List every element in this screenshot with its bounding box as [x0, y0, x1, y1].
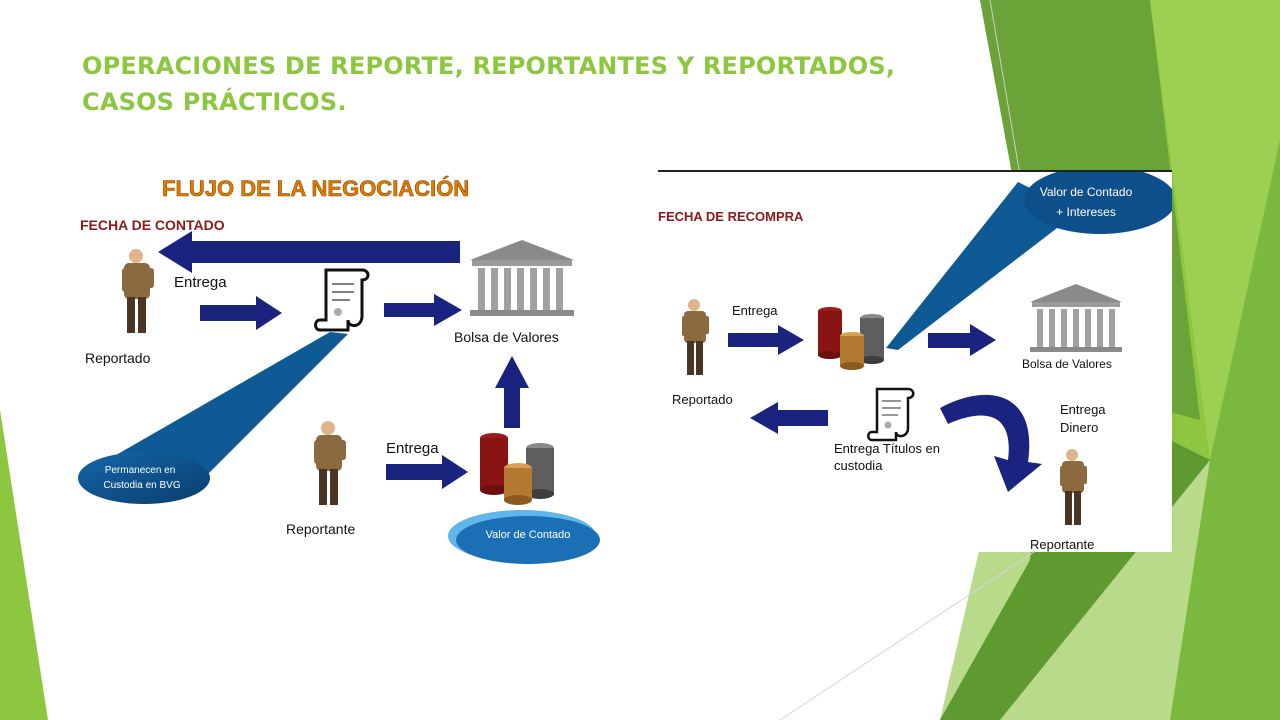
bolsa-building-icon — [470, 240, 574, 316]
reportado-person-icon — [682, 299, 709, 375]
green-facet-left-edge — [0, 410, 48, 720]
bolsa-label: Bolsa de Valores — [454, 329, 559, 345]
reportado-label: Reportado — [85, 350, 151, 366]
green-facet-right-4 — [1170, 140, 1280, 720]
arrow-to-coins — [728, 325, 804, 355]
reportante-person-icon — [314, 421, 346, 505]
slide-title-line-1: OPERACIONES DE REPORTE, REPORTANTES Y RE… — [82, 52, 896, 80]
return-arrow-left — [158, 231, 460, 273]
custody-text-line-2: Custodia en BVG — [103, 480, 180, 491]
left-flow-diagram: FLUJO DE LA NEGOCIACIÓN FECHA DE CONTADO… — [72, 160, 620, 580]
coins-stack-icon — [480, 433, 554, 505]
arrow-up-to-bolsa — [495, 356, 529, 428]
titulos-text-line-2: custodia — [834, 458, 883, 473]
document-scroll-icon — [867, 387, 915, 442]
reportante-label: Reportante — [1030, 537, 1094, 552]
valor-contado-text: Valor de Contado — [486, 529, 571, 541]
curved-arrow-to-reportante — [940, 394, 1042, 492]
intereses-bubble — [1024, 172, 1172, 234]
entrega-dinero-line-1: Entrega — [1060, 402, 1106, 417]
arrow-to-reportado — [750, 402, 828, 434]
bolsa-building-icon — [1030, 284, 1122, 352]
reportante-label: Reportante — [286, 521, 355, 537]
entrega-bottom-label: Entrega — [386, 440, 439, 457]
thin-diagonal-line-2 — [779, 547, 1041, 720]
arrow-to-bolsa — [928, 324, 996, 356]
thin-diagonal-line-1 — [989, 0, 1021, 176]
entrega-top-label: Entrega — [174, 274, 227, 291]
intereses-text-line-2: + Intereses — [1056, 205, 1116, 219]
custody-bubble — [78, 452, 210, 504]
custody-text-line-1: Permanecen en — [105, 465, 176, 476]
titulos-text-line-1: Entrega Títulos en — [834, 441, 940, 456]
green-facet-right-3 — [1150, 0, 1280, 460]
date-label-recompra: FECHA DE RECOMPRA — [658, 209, 804, 224]
coins-stack-icon — [818, 307, 884, 370]
bolsa-label: Bolsa de Valores — [1022, 357, 1112, 371]
right-flow-diagram: FECHA DE RECOMPRA Valor de Contado + Int… — [658, 170, 1172, 552]
reportante-person-icon — [1060, 449, 1087, 525]
document-scroll-icon — [314, 268, 370, 332]
slide-title-line-2: CASOS PRÁCTICOS. — [82, 88, 347, 116]
intereses-text-line-1: Valor de Contado — [1040, 185, 1133, 199]
reportado-label: Reportado — [672, 392, 733, 407]
slide-title: OPERACIONES DE REPORTE, REPORTANTES Y RE… — [82, 48, 982, 120]
custody-beam — [90, 332, 348, 490]
entrega-top-label: Entrega — [732, 303, 778, 318]
arrow-to-document — [200, 296, 282, 330]
reportado-person-icon — [122, 249, 154, 333]
arrow-to-coins — [386, 455, 468, 489]
flow-heading: FLUJO DE LA NEGOCIACIÓN — [162, 176, 469, 201]
arrow-to-bolsa — [384, 294, 462, 326]
date-label-contado: FECHA DE CONTADO — [80, 217, 225, 233]
valor-contado-bubble — [456, 516, 600, 564]
intereses-beam — [886, 182, 1078, 350]
entrega-dinero-line-2: Dinero — [1060, 420, 1098, 435]
